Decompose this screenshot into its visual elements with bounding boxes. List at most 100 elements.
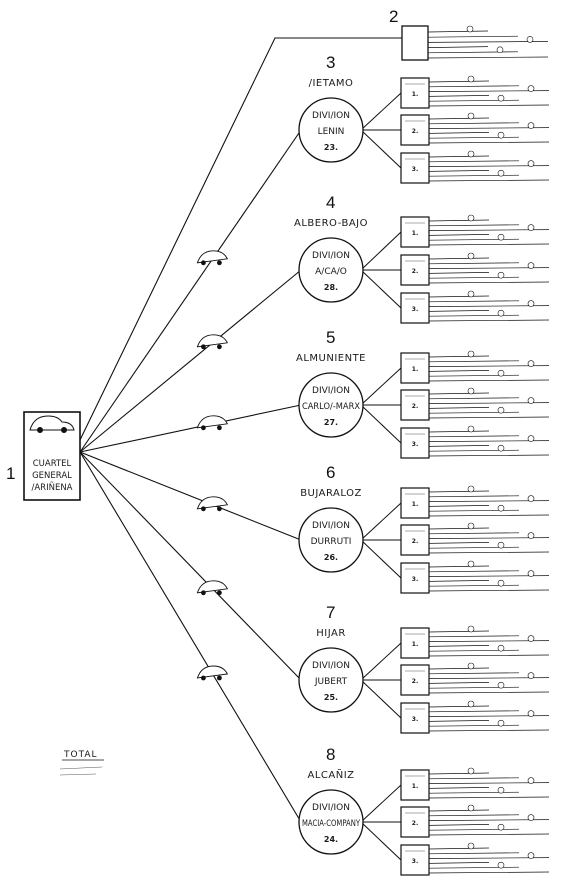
sub-unit-marker (527, 570, 535, 577)
division-id: 27. (324, 418, 338, 427)
unit-box (400, 216, 430, 248)
division-number: 5 (326, 328, 335, 347)
sub-unit-marker (527, 300, 535, 307)
feeder-line (428, 238, 520, 241)
total-note-line (59, 773, 97, 776)
division-place: /IETAMO (309, 78, 354, 89)
division-place: ALBERO-BAJO (294, 218, 368, 229)
unit-box (400, 114, 430, 146)
sub-unit-marker (527, 852, 535, 859)
connector-line (360, 821, 402, 861)
unit-number: 1. (412, 366, 418, 373)
division-label: DIVI/ION (312, 661, 350, 671)
feeder-line (428, 141, 550, 144)
division-place: BUJARALOZ (300, 488, 362, 499)
feeder-line (428, 411, 520, 414)
connector-line (79, 37, 402, 441)
feeder-line (427, 56, 549, 59)
feeder-line (428, 570, 520, 573)
feeder-line (428, 310, 490, 312)
unit-node: 1. (400, 485, 550, 519)
sub-unit-marker (527, 397, 535, 404)
sub-unit-marker (527, 532, 535, 539)
feeder-line (428, 104, 550, 107)
feeder-line (428, 654, 550, 657)
sub-unit-marker (467, 804, 475, 812)
sub-unit-marker (467, 387, 475, 395)
sub-unit-marker (467, 150, 475, 158)
feeder-line (428, 542, 490, 544)
feeder-line (428, 772, 490, 775)
feeder-line (428, 374, 520, 377)
feeder-line (428, 796, 550, 799)
unit-number: 1. (412, 91, 418, 98)
unit-box (400, 664, 430, 696)
connector-line (79, 451, 302, 681)
feeder-line (428, 645, 490, 647)
sub-unit-marker (527, 814, 535, 821)
feeder-line (428, 392, 490, 395)
unit-number: 1. (412, 230, 418, 237)
feeder-line (428, 814, 520, 817)
division-number: 7 (326, 603, 335, 622)
unit-node: 1. (400, 75, 550, 109)
feeder-line (428, 276, 520, 279)
feeder-line (428, 262, 520, 265)
top-unit-node: 2 (389, 7, 429, 61)
unit-number: 2. (412, 128, 418, 135)
division-label: DIVI/ION (312, 111, 350, 121)
wheel-icon (61, 427, 67, 433)
feeder-line (428, 379, 550, 382)
feeder-line (428, 454, 550, 457)
unit-node: 1. (400, 350, 550, 384)
feeder-line (428, 295, 490, 298)
sub-unit-marker (467, 112, 475, 120)
diagram-nodes: 1 CUARTEL GENERAL /ARIÑENA 2 TOTAL (6, 7, 429, 776)
sub-unit-marker (497, 406, 505, 414)
unit-number: 3. (412, 306, 418, 313)
feeder-line (428, 281, 550, 284)
sub-unit-marker (497, 644, 505, 652)
unit-number: 3. (412, 576, 418, 583)
total-note-line (59, 766, 103, 770)
sub-unit-marker (496, 46, 504, 54)
sub-unit-marker (497, 719, 505, 727)
unit-box (400, 844, 430, 876)
feeder-line (428, 509, 520, 512)
vehicle-icon (29, 415, 75, 431)
wheel-icon (37, 427, 43, 433)
sub-unit-marker (527, 435, 535, 442)
unit-box (400, 524, 430, 556)
unit-node: 2. (400, 252, 550, 286)
connector-line (360, 269, 402, 309)
unit-number: 3. (412, 166, 418, 173)
unit-box (400, 806, 430, 838)
division-label: DIVI/ION (312, 803, 350, 813)
sub-unit-marker (467, 842, 475, 850)
unit-node: 3. (400, 700, 550, 734)
feeder-line (428, 791, 520, 794)
sub-unit-marker (527, 672, 535, 679)
unit-node: 1. (400, 767, 550, 801)
feeder-line (428, 314, 520, 317)
division-circle (298, 507, 364, 573)
sub-unit-marker (497, 369, 505, 377)
unit-node: 2. (400, 662, 550, 696)
sub-unit-marker (527, 85, 535, 92)
unit-box (400, 152, 430, 184)
connector-line (79, 129, 302, 453)
feeder-line (428, 565, 490, 568)
division-circle (298, 647, 364, 713)
sub-unit-marker (497, 823, 505, 831)
feeder-line (428, 724, 520, 727)
feeder-line (428, 551, 550, 554)
top-unit-box (401, 25, 429, 61)
sub-unit-marker (497, 271, 505, 279)
feeder-line (428, 117, 490, 120)
unit-number: 3. (412, 858, 418, 865)
feeder-line (428, 828, 520, 831)
sub-unit-marker (527, 122, 535, 129)
feeder-line (428, 80, 490, 83)
